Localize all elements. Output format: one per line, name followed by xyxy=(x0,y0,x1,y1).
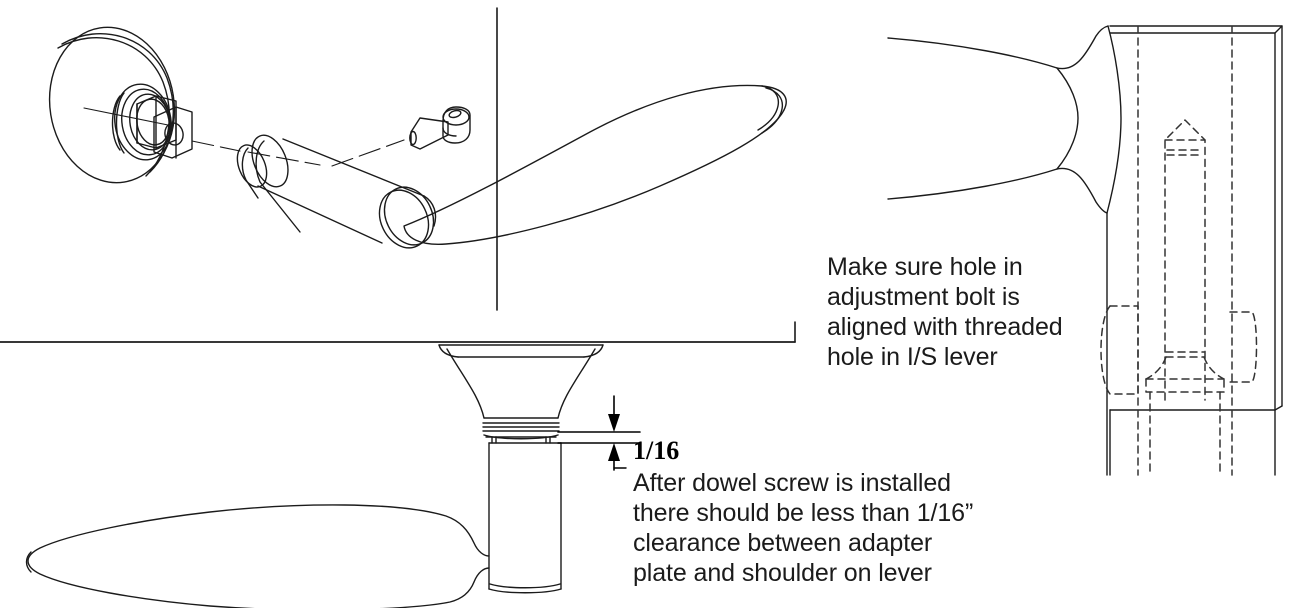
dowel-screw-centerline xyxy=(331,139,405,167)
dimension-label-clearance: 1/16 xyxy=(633,436,680,465)
adapter-plate-elevation xyxy=(438,344,604,444)
spindle-key xyxy=(153,106,193,159)
hidden-threaded-holes xyxy=(1100,25,1258,476)
lever-shank-elevation xyxy=(488,442,562,594)
note-dowel-screw-clearance: After dowel screw is installed there sho… xyxy=(633,469,974,587)
hidden-adjustment-bolt xyxy=(1145,119,1225,476)
lever-body-block xyxy=(1109,25,1283,476)
door-reference-lines xyxy=(0,7,796,343)
rosette-escutcheon xyxy=(48,26,176,184)
lever-neck-section xyxy=(887,25,1122,476)
note-adjustment-bolt-alignment: Make sure hole in adjustment bolt is ali… xyxy=(827,253,1063,371)
dowel-screw xyxy=(409,106,471,150)
lever-handle-blade-elevation xyxy=(25,504,490,608)
lever-handle-blade-iso xyxy=(403,84,787,245)
assembly-centerline xyxy=(83,107,321,166)
clearance-dimension xyxy=(557,395,641,471)
lever-shank-iso xyxy=(236,134,437,249)
